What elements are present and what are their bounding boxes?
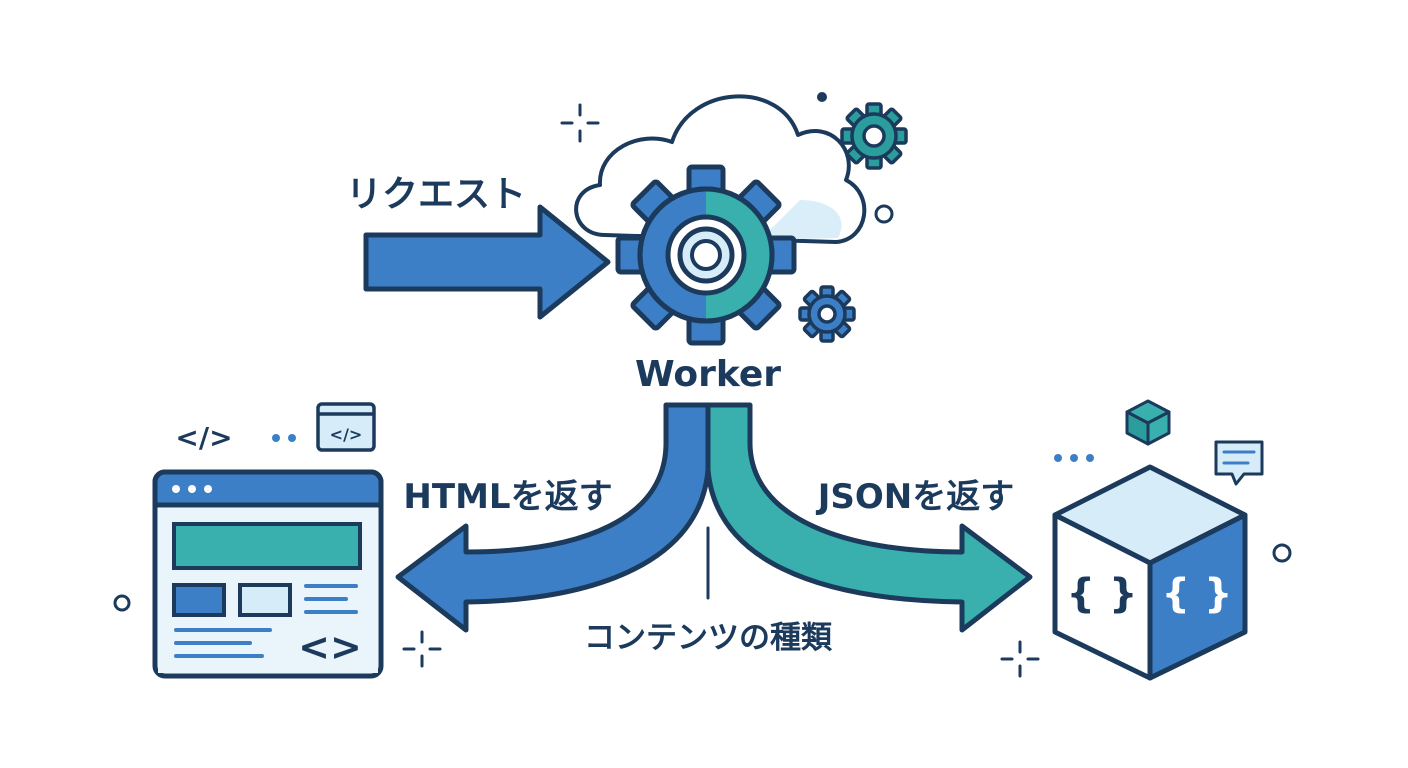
json-cube-icon: { } { } [1052,464,1248,681]
code-chevrons-glyph: <> [298,625,362,669]
worker-label: Worker [635,354,781,395]
braces-glyph-right: { } [1162,571,1233,617]
html-branch-arrow [395,402,711,633]
ring-dot-icon [874,204,894,224]
code-tag-icon: </> [175,421,232,454]
braces-glyph-left: { } [1067,571,1138,617]
return-json-label: JSONを返す [816,477,1015,517]
dot-decorations [272,92,1094,462]
chat-bubble-icon [1214,440,1264,486]
sparkle-icon [1000,640,1040,678]
json-branch-arrow [705,402,1033,633]
decorations [113,103,1292,678]
browser-window-icon: <> [152,469,384,679]
worker-gear-icon [615,164,797,346]
ring-dot-icon [113,594,131,612]
request-arrow [363,204,611,320]
return-html-label: HTMLを返す [403,477,612,517]
sparkle-icon [402,630,442,668]
sparkle-icon [560,103,600,143]
content-type-label: コンテンツの種類 [584,620,833,656]
gear-icon [798,285,856,343]
ring-dot-icon [1272,543,1292,563]
request-label: リクエスト [346,174,526,215]
small-cube-icon [1125,399,1171,446]
window-code-tag-glyph: </> [330,425,363,444]
gear-icon [840,102,908,170]
code-window-icon: </> [316,402,376,452]
